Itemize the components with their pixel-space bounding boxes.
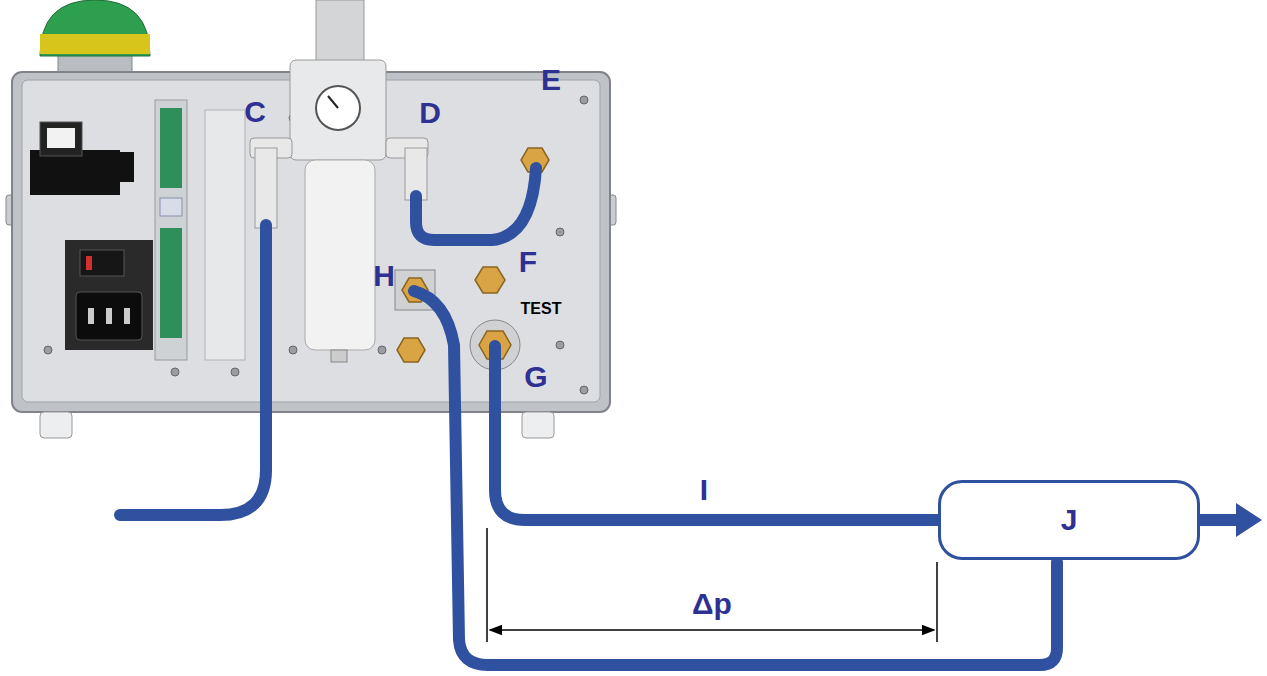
- screw: [171, 368, 179, 376]
- test-tube: [495, 346, 938, 520]
- rj45-opening: [47, 128, 75, 148]
- drain-valve: [331, 350, 347, 362]
- iec-socket: [76, 292, 142, 340]
- port-letter: D: [419, 96, 441, 131]
- brass-port: [475, 267, 505, 293]
- screw: [580, 386, 588, 394]
- switch-mark: [86, 256, 92, 270]
- socket-pin: [124, 308, 130, 324]
- button-band: [40, 34, 150, 54]
- tube-letter: I: [700, 473, 708, 508]
- usb-port: [120, 152, 134, 182]
- screw: [556, 228, 564, 236]
- port-letter: F: [519, 245, 537, 280]
- elbow-fitting: [255, 148, 277, 228]
- socket-pin: [88, 308, 94, 324]
- terminal-block: [160, 108, 182, 188]
- terminal-label: [160, 198, 182, 216]
- blank-plate: [205, 110, 245, 360]
- device-box: J: [938, 480, 1200, 560]
- dimension-label: Δp: [692, 587, 732, 622]
- flow-arrowhead: [1236, 503, 1262, 537]
- power-module: [65, 240, 153, 350]
- air-tube: [416, 168, 536, 240]
- brass-port: [397, 338, 425, 362]
- regulator-body: [290, 60, 386, 160]
- screw: [231, 368, 239, 376]
- air-tube: [120, 225, 266, 515]
- port-letter: C: [244, 95, 266, 130]
- screw: [580, 96, 588, 104]
- terminal-block: [160, 228, 182, 338]
- extension-line: [486, 528, 488, 642]
- foot: [40, 412, 72, 438]
- port-letter: H: [373, 259, 395, 294]
- gauge-needle: [328, 96, 338, 108]
- pressure-gauge: [316, 86, 360, 130]
- port-letter: E: [541, 63, 561, 98]
- power-switch: [80, 250, 124, 276]
- filter-bowl: [305, 160, 375, 350]
- foot: [522, 412, 554, 438]
- port-letter: G: [524, 360, 547, 395]
- pressure-tube: [414, 291, 1057, 665]
- socket-pin: [106, 308, 112, 324]
- terminal-rail: [155, 100, 187, 360]
- screw: [289, 346, 297, 354]
- extension-line: [936, 562, 938, 642]
- screw: [378, 346, 386, 354]
- port-caption: TEST: [521, 300, 562, 318]
- regulator-knob: [316, 0, 364, 62]
- outlet-tube: [1200, 514, 1240, 526]
- rj45-port: [40, 122, 82, 156]
- dimension-line: [490, 629, 934, 631]
- network-module: [30, 150, 120, 195]
- screw: [556, 341, 564, 349]
- box-label: J: [1061, 503, 1078, 537]
- stop-button: [40, 0, 150, 56]
- screw: [44, 346, 52, 354]
